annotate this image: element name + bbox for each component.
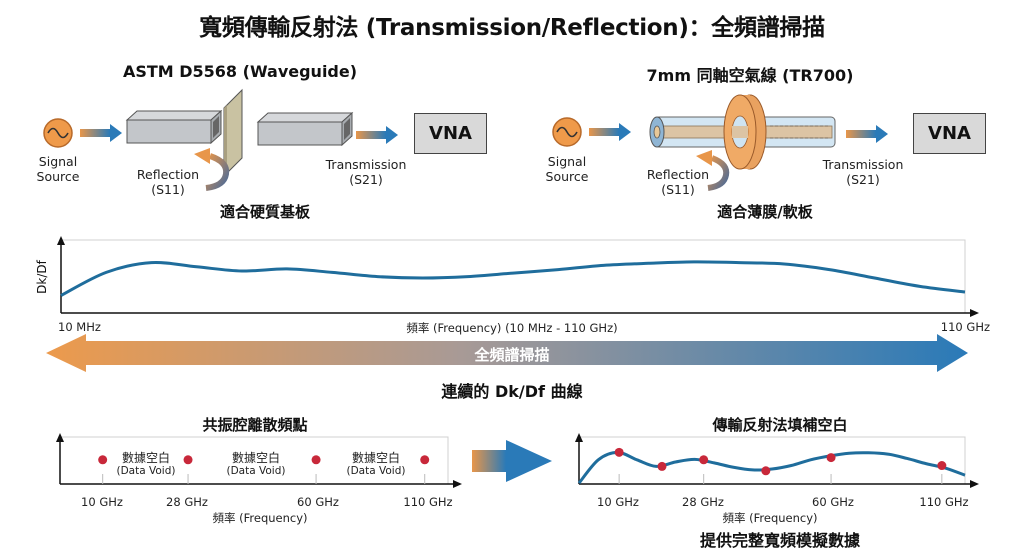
data-point xyxy=(98,455,108,465)
main-chart-x-start: 10 MHz xyxy=(58,320,101,334)
transmission-text: Transmission xyxy=(325,157,407,172)
data-void-sub: (Data Void) xyxy=(346,465,406,477)
arrow-icon xyxy=(356,126,398,144)
data-void-sub: (Data Void) xyxy=(226,465,286,477)
data-point xyxy=(311,455,321,465)
right-setup-caption: 適合薄膜/軟板 xyxy=(717,203,813,221)
page-title: 寬頻傳輸反射法 (Transmission/Reflection)：全頻譜掃描 xyxy=(199,15,825,41)
filled-chart-caption: 提供完整寬頻模擬數據 xyxy=(699,531,860,550)
tick-label: 60 GHz xyxy=(812,495,854,509)
tick-label: 110 GHz xyxy=(919,495,969,509)
reflection-arrow-icon-right xyxy=(696,150,730,191)
tick-label: 10 GHz xyxy=(597,495,639,509)
tick-label: 110 GHz xyxy=(403,495,453,509)
vna-box-left: VNA xyxy=(414,113,487,154)
main-chart-xlabel: 頻率 (Frequency) (10 MHz - 110 GHz) xyxy=(406,321,618,335)
arrow-icon xyxy=(589,123,631,141)
signal-source-icon-left xyxy=(43,118,73,148)
source-label: Source xyxy=(545,169,589,184)
source-label: Source xyxy=(36,169,80,184)
filled-chart-xlabel: 頻率 (Frequency) xyxy=(722,511,818,525)
data-void-sub: (Data Void) xyxy=(116,465,176,477)
filled-curve-chart xyxy=(575,433,979,488)
s11-text: (S11) xyxy=(661,182,695,197)
data-void-label: 數據空白 (Data Void) xyxy=(218,452,294,478)
left-setup-caption: 適合硬質基板 xyxy=(219,203,310,221)
signal-label: Signal xyxy=(38,154,78,169)
data-point xyxy=(826,453,836,463)
data-void-text: 數據空白 xyxy=(121,451,170,465)
s11-text: (S11) xyxy=(151,182,185,197)
arrow-icon xyxy=(846,125,888,143)
data-point xyxy=(614,447,624,457)
signal-label: Signal xyxy=(547,154,587,169)
transmission-label-left: Transmission (S21) xyxy=(320,157,412,187)
data-void-label: 數據空白 (Data Void) xyxy=(338,452,414,478)
signal-source-label-right: Signal Source xyxy=(537,154,597,184)
waveguide-icon-output xyxy=(256,111,354,147)
tick-label: 28 GHz xyxy=(166,495,208,509)
reflection-label-left: Reflection (S11) xyxy=(130,167,206,197)
data-point xyxy=(937,461,947,471)
main-chart-ylabel: Dk/Df xyxy=(35,260,49,294)
discrete-chart-title: 共振腔離散頻點 xyxy=(202,416,308,434)
transmission-label-right: Transmission (S21) xyxy=(817,157,909,187)
sample-slab-icon xyxy=(223,88,243,178)
signal-source-icon-right xyxy=(552,117,582,147)
transition-arrow-icon xyxy=(472,440,552,482)
vna-box-right: VNA xyxy=(913,113,986,154)
data-point xyxy=(699,455,709,465)
reflection-arrow-icon-left xyxy=(194,148,230,191)
arrow-icon xyxy=(80,124,122,142)
data-void-label: 數據空白 (Data Void) xyxy=(108,452,184,478)
data-point xyxy=(761,466,771,476)
right-setup-heading: 7mm 同軸空氣線 (TR700) xyxy=(646,66,854,85)
signal-source-label-left: Signal Source xyxy=(28,154,88,184)
data-void-text: 數據空白 xyxy=(351,451,400,465)
transmission-text: Transmission xyxy=(822,157,904,172)
dk-df-curve xyxy=(60,260,966,297)
s21-text: (S21) xyxy=(846,172,880,187)
tick-label: 10 GHz xyxy=(81,495,123,509)
sweep-arrow-label: 全頻譜掃描 xyxy=(474,346,550,364)
full-spectrum-sweep-arrow xyxy=(46,334,968,372)
reflection-label-right: Reflection (S11) xyxy=(640,167,716,197)
data-void-text: 數據空白 xyxy=(231,451,280,465)
main-chart-x-end: 110 GHz xyxy=(940,320,990,334)
discrete-chart-xlabel: 頻率 (Frequency) xyxy=(212,511,308,525)
data-point xyxy=(657,461,667,471)
s21-text: (S21) xyxy=(349,172,383,187)
left-setup-heading: ASTM D5568 (Waveguide) xyxy=(122,62,358,81)
data-point xyxy=(420,455,430,465)
sweep-caption: 連續的 Dk/Df 曲線 xyxy=(441,382,583,401)
filled-chart-title: 傳輸反射法填補空白 xyxy=(712,416,848,434)
reflection-text: Reflection xyxy=(136,167,200,182)
tick-label: 60 GHz xyxy=(297,495,339,509)
waveguide-icon-input xyxy=(125,109,223,145)
filled-dk-df-curve xyxy=(577,450,966,485)
coaxial-airline-icon xyxy=(649,94,836,170)
main-chart xyxy=(57,236,979,317)
data-point xyxy=(183,455,193,465)
reflection-text: Reflection xyxy=(646,167,710,182)
tick-label: 28 GHz xyxy=(682,495,724,509)
discrete-points-chart xyxy=(56,433,462,488)
